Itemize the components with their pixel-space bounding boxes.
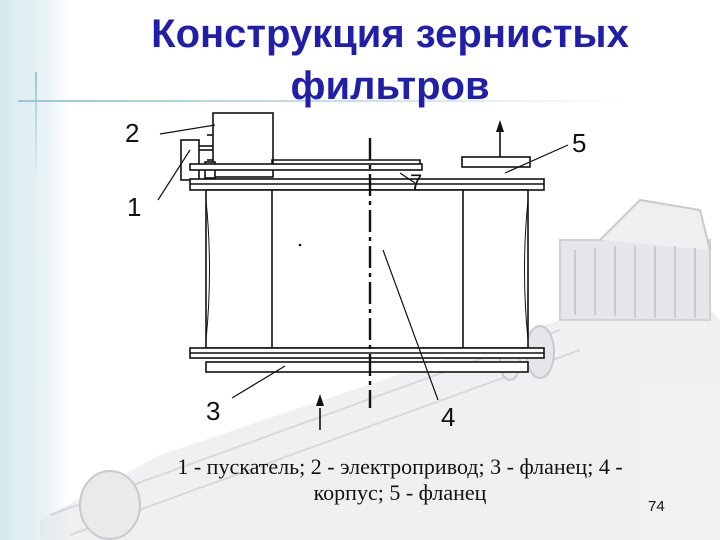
flange-5 bbox=[461, 156, 531, 168]
caption: 1 - пускатель; 2 - электропривод; 3 - фл… bbox=[100, 454, 700, 506]
label-4: 4 bbox=[441, 402, 456, 432]
label-3: 3 bbox=[206, 396, 221, 426]
filter-body bbox=[205, 189, 529, 349]
label-7: 7 bbox=[410, 170, 423, 195]
title-line-1: Конструкция зернистых bbox=[151, 12, 629, 56]
decor-vertical-line bbox=[35, 72, 37, 182]
slide-title: Конструкция зернистых фильтров bbox=[70, 8, 710, 112]
label-5: 5 bbox=[572, 128, 587, 158]
decor-horizontal-line bbox=[18, 100, 628, 102]
caption-line-2: корпус; 5 - фланец bbox=[313, 480, 487, 505]
page-number: 74 bbox=[648, 498, 665, 515]
filter-drawing bbox=[157, 112, 569, 430]
title-line-2: фильтров bbox=[290, 64, 490, 108]
flange-3 bbox=[205, 361, 529, 373]
caption-line-1: 1 - пускатель; 2 - электропривод; 3 - фл… bbox=[177, 454, 623, 479]
label-1: 1 bbox=[127, 192, 142, 222]
label-2: 2 bbox=[125, 118, 140, 148]
